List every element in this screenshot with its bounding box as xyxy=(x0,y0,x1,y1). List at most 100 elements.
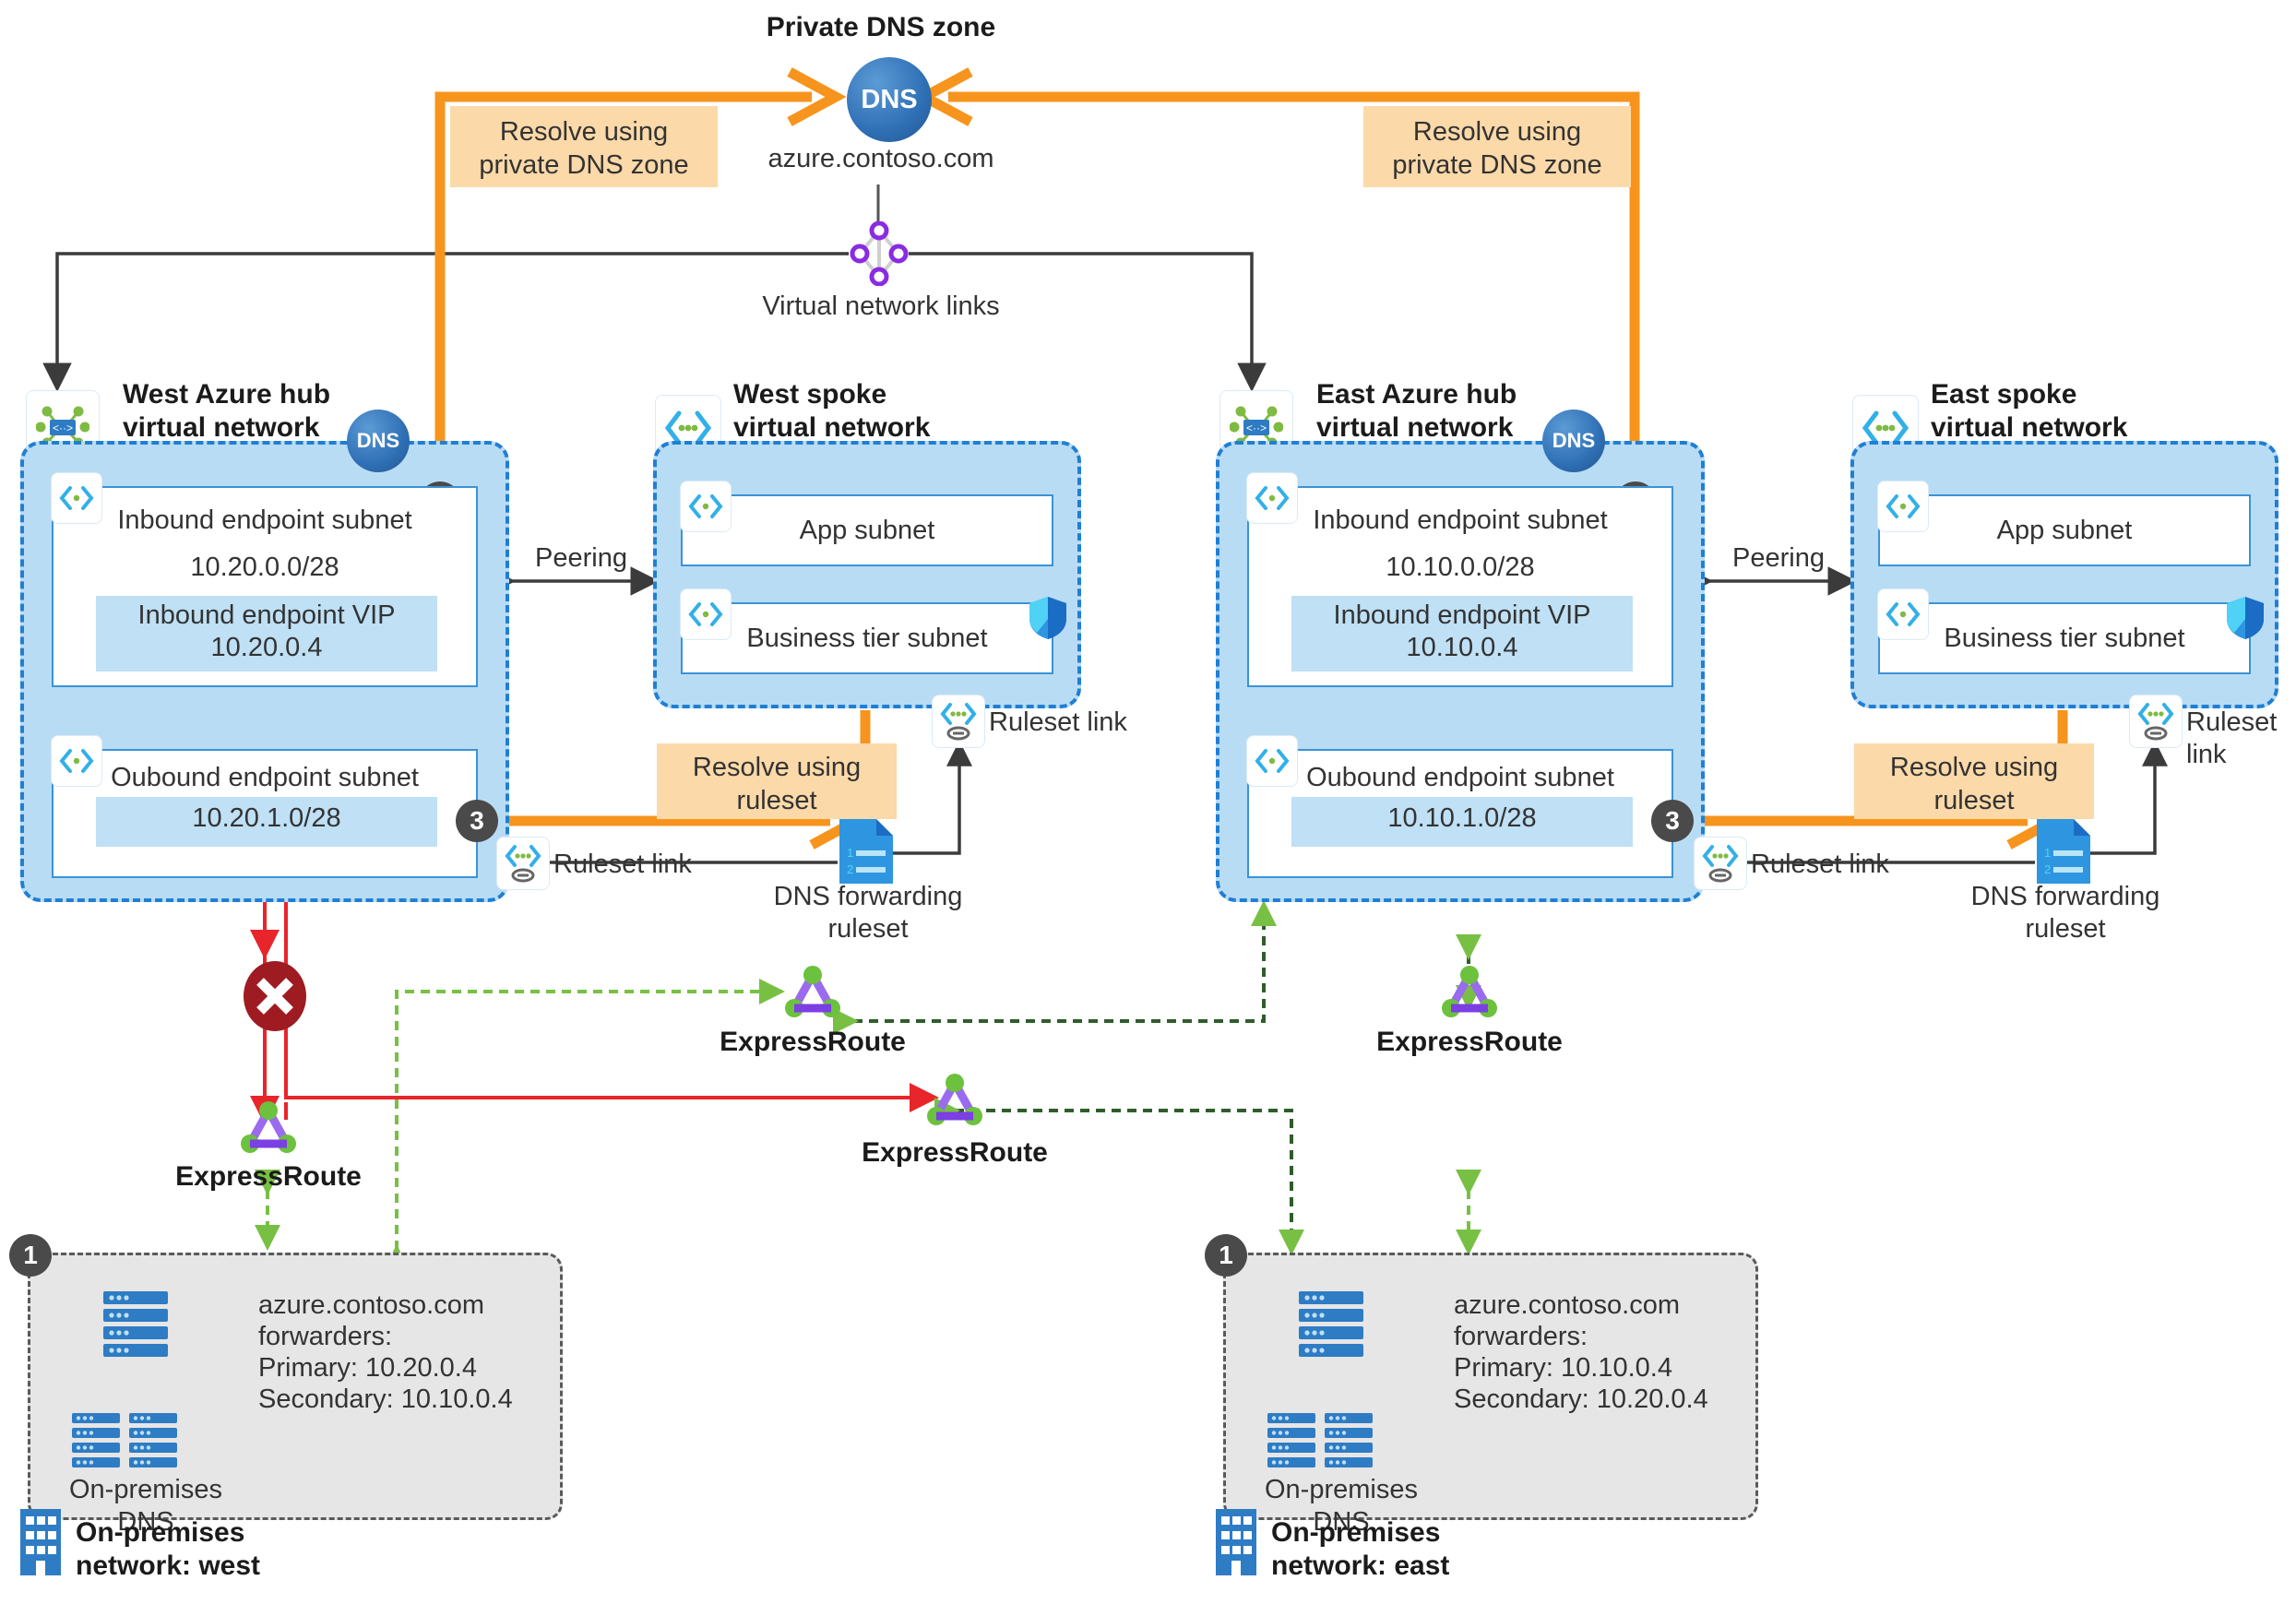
east-spoke-app-subnet: App subnet xyxy=(1878,494,2251,566)
onprem-west-network-label: On-premises network: west xyxy=(76,1517,261,1581)
onprem-east-dns-server-stack-icon xyxy=(1299,1291,1363,1366)
callout-resolve-private-dns-east: Resolve using private DNS zone xyxy=(1363,106,1631,187)
east-hub-outbound-subnet-cidr: 10.10.1.0/28 xyxy=(1291,797,1633,847)
onprem-east-forwarders-2: forwarders: xyxy=(1454,1322,1588,1351)
onprem-east-dns-label: On-premises DNS xyxy=(1265,1475,1418,1537)
west-hub-dns-badge-icon: DNS xyxy=(347,410,410,472)
west-hub-inbound-vip: Inbound endpoint VIP 10.20.0.4 xyxy=(96,596,437,671)
west-hub-inbound-vip-label: Inbound endpoint VIP xyxy=(137,600,396,630)
east-hub-outbound-subnet-icon xyxy=(1246,735,1298,787)
onprem-east-network-label: On-premises network: east xyxy=(1271,1517,1450,1581)
callout-resolve-private-dns-west: Resolve using private DNS zone xyxy=(450,106,718,187)
east-spoke-business-subnet: Business tier subnet xyxy=(1878,602,2251,674)
east-hub-inbound-subnet-label: Inbound endpoint subnet xyxy=(1313,505,1608,535)
east-hub-inbound-vip: Inbound endpoint VIP 10.10.0.4 xyxy=(1291,596,1633,671)
page-title: Private DNS zone xyxy=(766,12,996,42)
onprem-west-step-1-label: 1 xyxy=(23,1241,38,1269)
west-hub-inbound-subnet-icon xyxy=(51,472,102,524)
onprem-west-dns-server-right-icon xyxy=(129,1413,177,1473)
svg-text:2: 2 xyxy=(2044,862,2051,876)
west-hub-ruleset-link-label: Ruleset link xyxy=(553,850,692,879)
onprem-east-forwarders-1: azure.contoso.com xyxy=(1454,1290,1681,1320)
expressroute-east-icon xyxy=(1437,964,1502,1026)
west-hub-ruleset-link-icon xyxy=(496,837,550,890)
onprem-east-dns-server-left-icon xyxy=(1267,1413,1315,1473)
onprem-east-step-1-label: 1 xyxy=(1219,1241,1233,1269)
onprem-east-forwarders-4: Secondary: 10.20.0.4 xyxy=(1454,1384,1708,1414)
east-spoke-business-subnet-icon xyxy=(1877,588,1929,640)
east-hub-dns-badge-label: DNS xyxy=(1552,429,1596,452)
expressroute-middle-upper-icon xyxy=(780,964,845,1026)
onprem-east-step-1-badge: 1 xyxy=(1205,1234,1247,1277)
east-hub-outbound-subnet-label: Oubound endpoint subnet xyxy=(1306,763,1614,792)
west-hub-title: West Azure hub virtual network xyxy=(123,379,331,443)
east-spoke-app-subnet-icon xyxy=(1877,481,1929,532)
onprem-west-forwarders-3: Primary: 10.20.0.4 xyxy=(258,1353,477,1383)
east-hub-dns-badge-icon: DNS xyxy=(1542,410,1605,472)
svg-text:<··>: <··> xyxy=(1246,422,1267,434)
svg-text:2: 2 xyxy=(847,862,853,876)
west-spoke-ruleset-link-icon xyxy=(932,695,985,748)
expressroute-east-label: ExpressRoute xyxy=(1376,1027,1563,1057)
east-hub-inbound-subnet-icon xyxy=(1246,472,1298,524)
expressroute-middle-upper-label: ExpressRoute xyxy=(720,1027,906,1057)
west-spoke-app-subnet: App subnet xyxy=(681,494,1053,566)
svg-text:1: 1 xyxy=(2044,846,2051,860)
west-hub-dns-badge-label: DNS xyxy=(356,429,400,452)
east-hub-step-3-label: 3 xyxy=(1665,806,1680,835)
svg-text:<··>: <··> xyxy=(53,422,73,434)
onprem-east-forwarders-3: Primary: 10.10.0.4 xyxy=(1454,1353,1672,1383)
expressroute-middle-lower-label: ExpressRoute xyxy=(862,1137,1048,1168)
east-hub-ruleset-link-label: Ruleset link xyxy=(1751,850,1889,879)
east-hub-inbound-subnet-cidr: 10.10.0.0/28 xyxy=(1386,552,1535,582)
onprem-west-dns-label: On-premises DNS xyxy=(69,1475,222,1537)
west-hub-step-3-label: 3 xyxy=(470,806,484,835)
onprem-east-building-icon xyxy=(1216,1509,1256,1580)
east-spoke-ruleset-link-label: Ruleset link xyxy=(2186,707,2278,769)
blocked-path-x-icon xyxy=(242,959,308,1038)
onprem-west-forwarders-4: Secondary: 10.10.0.4 xyxy=(258,1384,513,1414)
callout-resolve-ruleset-east: Resolve using ruleset xyxy=(1854,743,2094,819)
expressroute-middle-lower-icon xyxy=(922,1072,987,1134)
east-spoke-shield-icon xyxy=(2225,595,2266,646)
west-spoke-app-subnet-icon xyxy=(680,481,732,532)
onprem-east-dns-server-right-icon xyxy=(1325,1413,1373,1473)
zone-name: azure.contoso.com xyxy=(767,144,994,173)
east-peering-label: Peering xyxy=(1732,543,1825,573)
west-spoke-business-subnet-icon xyxy=(680,588,732,640)
svg-text:1: 1 xyxy=(847,846,853,860)
east-spoke-title: East spoke virtual network xyxy=(1931,379,2128,443)
east-dns-forwarding-ruleset-icon: 1 2 xyxy=(2033,815,2094,892)
east-hub-inbound-vip-ip: 10.10.0.4 xyxy=(1406,633,1518,662)
west-hub-outbound-subnet-icon xyxy=(51,735,102,787)
onprem-west-building-icon xyxy=(20,1509,61,1580)
onprem-west-forwarders-2: forwarders: xyxy=(258,1322,393,1351)
onprem-west-dns-server-left-icon xyxy=(72,1413,120,1473)
west-hub-inbound-subnet-cidr: 10.20.0.0/28 xyxy=(190,552,339,582)
east-hub-title: East Azure hub virtual network xyxy=(1316,379,1517,443)
west-dns-forwarding-ruleset-icon: 1 2 xyxy=(836,815,897,892)
west-hub-outbound-subnet-label: Oubound endpoint subnet xyxy=(111,763,419,792)
west-hub-inbound-vip-ip: 10.20.0.4 xyxy=(210,633,323,662)
west-spoke-business-subnet: Business tier subnet xyxy=(681,602,1053,674)
west-spoke-ruleset-link-label: Ruleset link xyxy=(989,707,1127,737)
east-hub-step-3-badge: 3 xyxy=(1651,800,1694,842)
west-hub-outbound-subnet-cidr: 10.20.1.0/28 xyxy=(96,797,437,847)
west-spoke-shield-icon xyxy=(1028,595,1068,646)
west-peering-label: Peering xyxy=(535,543,627,573)
virtual-network-links-icon xyxy=(849,220,910,287)
expressroute-west-icon xyxy=(236,1099,301,1161)
expressroute-west-label: ExpressRoute xyxy=(175,1161,362,1192)
onprem-west-dns-server-stack-icon xyxy=(103,1291,168,1366)
east-dns-forwarding-ruleset-label: DNS forwarding ruleset xyxy=(1970,882,2160,944)
dns-globe-label: DNS xyxy=(861,84,918,114)
private-dns-zone-globe-icon: DNS xyxy=(847,57,932,142)
west-spoke-title: West spoke virtual network xyxy=(733,379,931,443)
west-hub-inbound-subnet-label: Inbound endpoint subnet xyxy=(117,505,412,535)
onprem-west-step-1-badge: 1 xyxy=(9,1234,52,1277)
west-hub-step-3-badge: 3 xyxy=(456,800,498,842)
east-hub-inbound-vip-label: Inbound endpoint VIP xyxy=(1333,600,1591,630)
east-hub-ruleset-link-icon xyxy=(1694,837,1747,890)
west-dns-forwarding-ruleset-label: DNS forwarding ruleset xyxy=(773,882,963,944)
